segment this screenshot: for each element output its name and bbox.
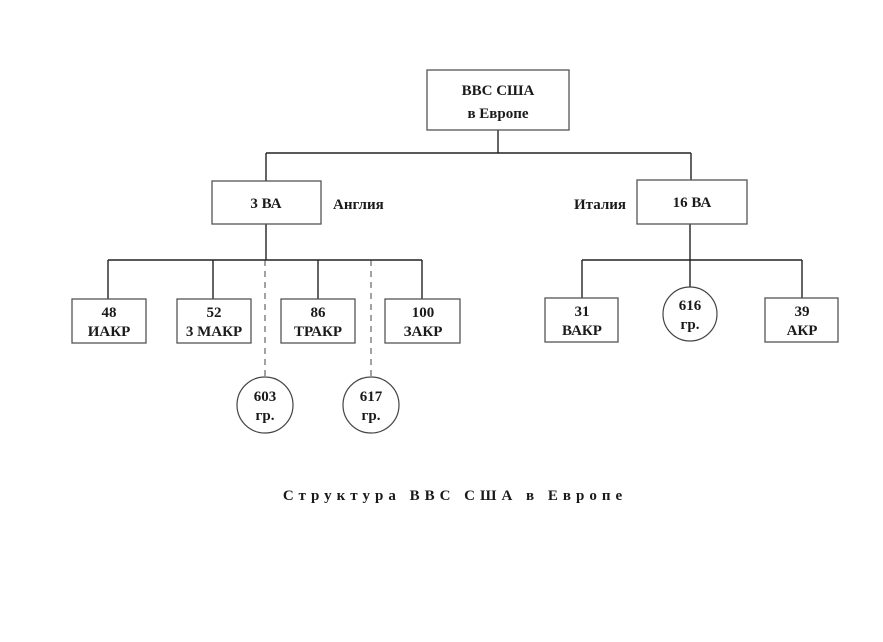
node-31-line1: 31 bbox=[575, 304, 590, 320]
node-616-line2: гр. bbox=[681, 317, 700, 333]
node-617-circle bbox=[342, 376, 400, 434]
node-3va: 3 ВА bbox=[211, 180, 322, 225]
node-root: ВВС США в Европе bbox=[426, 69, 570, 131]
node-86-box bbox=[280, 298, 356, 344]
region-label-italy: Италия bbox=[574, 197, 626, 213]
node-603-line1: 603 bbox=[254, 389, 277, 405]
node-617-group: 617 гр. bbox=[342, 376, 400, 434]
node-39-akr: 39 АКР bbox=[764, 297, 839, 343]
node-100-zakr: 100 ЗАКР bbox=[384, 298, 461, 344]
node-86-line2: ТРАКР bbox=[294, 324, 342, 340]
node-16va-box bbox=[636, 179, 748, 225]
node-52-makr: 52 3 МАКР bbox=[176, 298, 252, 344]
node-31-box bbox=[544, 297, 619, 343]
node-3va-label: 3 ВА bbox=[250, 196, 281, 212]
node-100-line1: 100 bbox=[412, 305, 435, 321]
node-31-line2: ВАКР bbox=[562, 323, 602, 339]
node-52-line1: 52 bbox=[207, 305, 222, 321]
node-48-box bbox=[71, 298, 147, 344]
node-616-line1: 616 bbox=[679, 298, 702, 314]
node-617-line2: гр. bbox=[362, 408, 381, 424]
node-39-line2: АКР bbox=[787, 323, 818, 339]
node-31-vakr: 31 ВАКР bbox=[544, 297, 619, 343]
node-39-box bbox=[764, 297, 839, 343]
node-86-line1: 86 bbox=[311, 305, 327, 321]
connectors bbox=[107, 130, 803, 377]
node-52-line2: 3 МАКР bbox=[186, 324, 242, 340]
node-48-line2: ИАКР bbox=[88, 324, 131, 340]
node-616-group: 616 гр. bbox=[662, 286, 718, 342]
node-100-box bbox=[384, 298, 461, 344]
node-root-line1: ВВС США bbox=[462, 83, 535, 99]
node-52-box bbox=[176, 298, 252, 344]
node-603-circle bbox=[236, 376, 294, 434]
node-root-box bbox=[426, 69, 570, 131]
node-48-iakr: 48 ИАКР bbox=[71, 298, 147, 344]
node-48-line1: 48 bbox=[102, 305, 117, 321]
node-617-line1: 617 bbox=[360, 389, 383, 405]
node-root-line2: в Европе bbox=[467, 106, 528, 122]
diagram-caption: Структура ВВС США в Европе bbox=[283, 488, 627, 504]
node-86-trakr: 86 ТРАКР bbox=[280, 298, 356, 344]
node-603-group: 603 гр. bbox=[236, 376, 294, 434]
node-39-line1: 39 bbox=[795, 304, 810, 320]
node-100-line2: ЗАКР bbox=[404, 324, 443, 340]
node-603-line2: гр. bbox=[256, 408, 275, 424]
node-16va: 16 ВА bbox=[636, 179, 748, 225]
node-616-circle bbox=[662, 286, 718, 342]
node-16va-label: 16 ВА bbox=[673, 195, 712, 211]
node-3va-box bbox=[211, 180, 322, 225]
region-label-england: Англия bbox=[333, 197, 384, 213]
